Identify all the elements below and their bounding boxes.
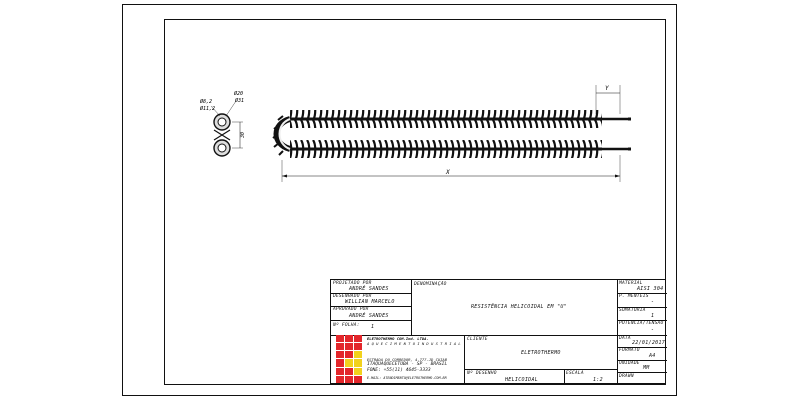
projetado-value: ANDRÉ SANDES xyxy=(349,286,389,292)
company-city: ITAQUAQUECETUBA - SP - BRASIL xyxy=(367,362,448,367)
potencia-label: POTENCIA/TENSÃO xyxy=(619,321,664,326)
material-label: MATERIAL xyxy=(619,281,643,286)
denominacao-label: DENOMINAÇÃO xyxy=(414,282,447,287)
data-value: 22/01/2017 xyxy=(632,340,666,346)
dim-end: Y xyxy=(605,85,609,92)
unidade-value: MM xyxy=(643,365,650,371)
company-tagline: A Q U E C I M E N T O I N D U S T R I A … xyxy=(367,341,461,346)
end-view xyxy=(210,100,243,157)
pmenteis-value: - xyxy=(651,299,655,305)
aprovado-value: ANDRÉ SANDES xyxy=(349,313,389,319)
desenho-label: Nº DESENHO xyxy=(467,371,497,376)
desenhado-label: DESENHADO POR xyxy=(333,294,372,299)
material-value: AISI 304 xyxy=(637,286,664,292)
company-name: ELETROTHERMO COM.Ind. LTDA. xyxy=(367,336,429,341)
escala-value: 1:2 xyxy=(593,377,603,383)
dim-d8-2: Ø8,2 xyxy=(200,98,212,105)
dim-spacing: 30 xyxy=(240,132,246,139)
data-label: DATA xyxy=(619,336,631,341)
dimension-labels: Ø20 Ø31 Ø8,2 Ø11,2 30 X Y xyxy=(200,85,609,176)
drawn-label: DRAWN xyxy=(619,374,634,379)
potencia-value: - xyxy=(651,327,655,333)
unidade-label: UNIDADE xyxy=(619,361,640,366)
end-view-top-inner xyxy=(217,117,227,127)
somatoria-label: SOMATORIA xyxy=(619,308,646,313)
drawing-sheet-border xyxy=(122,4,677,396)
formato-label: FORMATO xyxy=(619,348,640,353)
cliente-label: CLIENTE xyxy=(467,337,488,342)
helical-element xyxy=(272,110,631,158)
drawing-frame xyxy=(164,19,666,385)
company-phone: FONE: +55(11) 4645-3333 xyxy=(367,368,431,373)
projetado-label: PROJETADO POR xyxy=(333,281,372,286)
dim-d20: Ø20 xyxy=(234,90,243,97)
folha-label: Nº FOLHA: xyxy=(333,323,360,328)
company-address: ESTRADA DO CORREDOR, 4.777-JD CUIAB xyxy=(367,357,448,362)
end-view-bottom-inner xyxy=(217,143,227,153)
aprovado-label: APROVADO POR xyxy=(333,307,369,312)
denominacao-value: RESISTÊNCIA HELICOIDAL EM "U" xyxy=(471,304,567,310)
desenho-value: HELICOIDAL xyxy=(505,377,539,383)
company-logo xyxy=(336,335,362,383)
formato-value: A4 xyxy=(649,353,656,359)
desenhado-value: WILLIAN MARCELO xyxy=(345,299,395,305)
company-email: E-MAIL: ATENDIMENTO@ELETROTHERMO.COM.BR xyxy=(367,376,447,380)
folha-value: 1 xyxy=(371,324,375,330)
title-block: PROJETADO POR ANDRÉ SANDES DESENHADO POR… xyxy=(330,279,667,385)
dim-length: X xyxy=(445,169,450,176)
dim-d11-2: Ø11,2 xyxy=(200,105,215,112)
dimension-lines xyxy=(281,85,621,182)
cliente-value: ELETROTHERMO xyxy=(521,350,561,356)
escala-label: ESCALA xyxy=(566,371,584,376)
somatoria-value: 1 xyxy=(651,313,655,319)
dim-d31: Ø31 xyxy=(235,97,244,104)
end-view-cross xyxy=(213,129,231,141)
pmenteis-label: P. MENTEIS xyxy=(619,294,649,299)
